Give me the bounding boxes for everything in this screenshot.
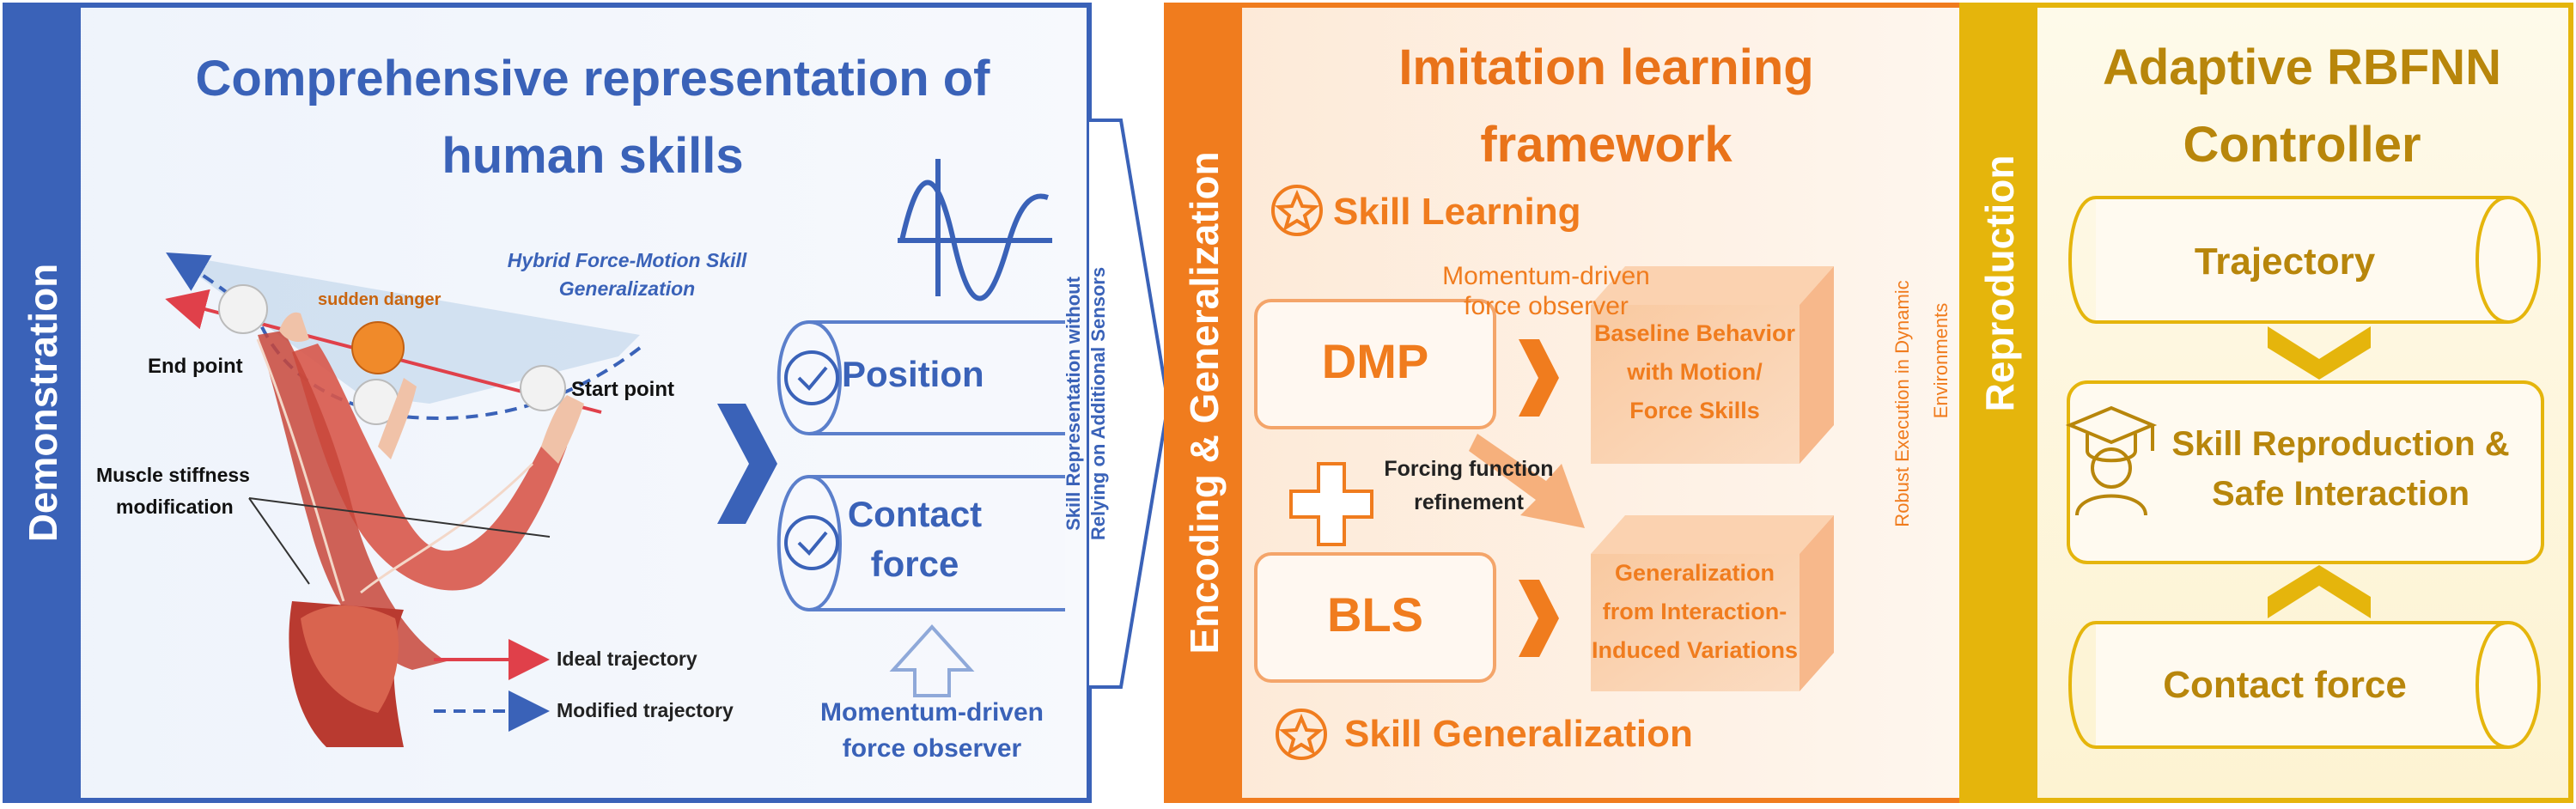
skill-repro-label-2: Safe Interaction	[2211, 475, 2470, 513]
chevron-dmp-icon	[1519, 339, 1559, 417]
plus-icon	[1289, 462, 1373, 546]
check-icon-contact	[784, 515, 839, 570]
star-icon-learning	[1271, 185, 1323, 236]
end-point-label: End point	[148, 355, 243, 378]
graduate-icon	[2065, 405, 2158, 516]
arrow2-label-2: Environments	[1930, 302, 1952, 419]
trajectory-label: Trajectory	[2194, 240, 2376, 283]
skill-region	[167, 253, 640, 404]
start-point-label: Start point	[571, 378, 674, 401]
contact-force-right-label: Contact force	[2163, 664, 2407, 706]
muscle-pointer-2	[248, 497, 551, 538]
sudden-danger-label: sudden danger	[318, 290, 442, 309]
hybrid-skill-label-1: Hybrid Force-Motion Skill	[507, 249, 747, 271]
forcing-arrow-icon	[1469, 434, 1585, 528]
baseline-label-1: Baseline Behavior	[1593, 320, 1796, 346]
contact-force-scroll	[776, 475, 1065, 611]
ball-start	[520, 365, 566, 411]
arm-illustration	[256, 312, 584, 747]
skill-learning-label: Skill Learning	[1333, 191, 1581, 233]
observer-label-2: force observer	[842, 734, 1022, 763]
trajectory-scroll	[2068, 196, 2541, 324]
sine-wave-icon	[898, 159, 1052, 301]
chevron-bls-icon	[1519, 580, 1559, 657]
panel3-side-bar	[1962, 5, 2037, 800]
panel-demonstration	[3, 3, 1171, 803]
panel1-side-bar	[5, 5, 81, 800]
panel1-title-line2: human skills	[442, 128, 744, 184]
bls-label: BLS	[1327, 587, 1423, 642]
star-icon-generalization	[1276, 709, 1327, 760]
chevron-1-icon	[717, 404, 777, 524]
arrow1-label-2: Relying on Additional Sensors	[1087, 266, 1109, 541]
side-label-reproduction: Reproduction	[1977, 155, 2022, 412]
chevron-up-icon	[2268, 565, 2371, 618]
observer2-label-2: force observer	[1464, 292, 1629, 320]
panel2-title-line1: Imitation learning	[1398, 40, 1814, 95]
baseline-cube	[1591, 266, 1834, 464]
panel2-title-line2: framework	[1480, 117, 1733, 173]
side-label-demonstration: Demonstration	[21, 263, 65, 543]
observer-label-1: Momentum-driven	[819, 698, 1044, 727]
contact-force-label-2: force	[870, 544, 959, 584]
arrow1-label-1: Skill Representation without	[1063, 277, 1084, 531]
arrow2-label-1: Robust Execution in Dynamic	[1891, 280, 1913, 527]
check-icon-position	[784, 350, 839, 405]
panel-reproduction	[1959, 3, 2573, 803]
baseline-label-2: with Motion/	[1627, 359, 1763, 385]
muscle-label-2: modification	[116, 496, 234, 518]
ball-end	[218, 284, 268, 334]
skill-reproduction-box	[2067, 380, 2544, 564]
panel3-title-line1: Adaptive RBFNN	[2102, 40, 2502, 95]
panel3-title-line2: Controller	[2183, 117, 2421, 173]
gen-label-1: Generalization	[1614, 560, 1775, 586]
contact-force-label-1: Contact	[847, 494, 983, 534]
legend-ideal-label: Ideal trajectory	[557, 648, 697, 670]
position-scroll	[776, 320, 1065, 435]
gen-label-3: Induced Variations	[1591, 637, 1799, 663]
side-label-encoding: Encoding & Generalization	[1182, 151, 1227, 654]
gen-label-2: from Interaction-	[1602, 599, 1787, 624]
generalization-cube	[1591, 515, 1834, 691]
ball-danger	[351, 321, 405, 374]
observer2-label-1: Momentum-driven	[1442, 262, 1650, 290]
hybrid-skill-label-2: Generalization	[558, 277, 696, 300]
legend-modified-label: Modified trajectory	[557, 699, 734, 721]
bls-box	[1254, 552, 1496, 683]
muscle-label-1: Muscle stiffness	[96, 464, 250, 486]
panel2-side-bar	[1166, 5, 1242, 800]
muscle-pointer-1	[248, 497, 310, 585]
skill-repro-label-1: Skill Reproduction &	[2171, 425, 2510, 463]
forcing-label-1: Forcing function	[1384, 457, 1554, 481]
chevron-down-icon	[2268, 326, 2371, 380]
forcing-label-2: refinement	[1414, 490, 1524, 514]
position-label: Position	[842, 354, 984, 394]
contact-force-scroll-right	[2068, 621, 2541, 749]
dmp-label: DMP	[1321, 334, 1429, 388]
dmp-box	[1254, 299, 1496, 429]
panel-encoding	[1164, 3, 2047, 803]
panel1-title-line1: Comprehensive representation of	[195, 51, 990, 106]
baseline-label-3: Force Skills	[1629, 398, 1760, 423]
skill-generalization-label: Skill Generalization	[1344, 713, 1693, 755]
up-arrow-icon	[889, 624, 975, 697]
